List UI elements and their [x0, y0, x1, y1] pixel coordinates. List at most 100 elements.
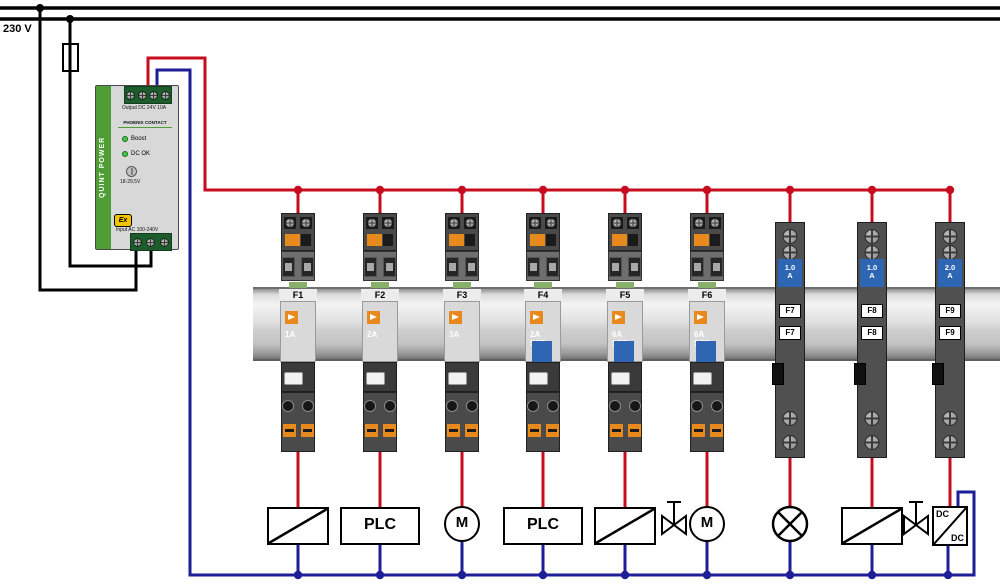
breaker-id-label: F9 [939, 326, 961, 340]
phoenix-logo-icon [530, 311, 543, 324]
psu-boost-indicator: Boost [122, 136, 146, 142]
circuit-breaker-F7: 1.0 A F7 F7 [772, 222, 805, 458]
orange-actuator [612, 234, 627, 246]
screw-icon [466, 219, 474, 227]
orange-clamp [364, 424, 378, 437]
breaker-top-terminal [608, 213, 642, 251]
breaker-body: 1A [280, 301, 316, 362]
screw-icon [695, 219, 703, 227]
status-tab [289, 282, 307, 288]
junction-dot [375, 185, 385, 195]
circuit-breaker-F3: F3 3A [443, 213, 481, 452]
valve-symbol [903, 501, 929, 536]
breaker-lever [693, 372, 712, 385]
screw-icon [942, 435, 958, 450]
phoenix-logo-icon [449, 311, 462, 324]
screw-icon [133, 237, 143, 247]
load-symbol [841, 507, 903, 545]
circuit-breaker-F5: F5 6ASFB [606, 213, 644, 452]
circuit-breaker-F4: F4 2ASFB [524, 213, 562, 452]
breaker-top-terminal [526, 213, 560, 251]
junction-dot [867, 185, 877, 195]
terminal-block [628, 234, 638, 246]
dcdc-in-label: DC [936, 509, 949, 519]
junction-dot [620, 570, 630, 580]
junction-dot [785, 185, 795, 195]
breaker-body: 2A [362, 301, 398, 362]
screw-icon [629, 219, 637, 227]
socket-icon [446, 400, 458, 412]
mains-wire-l2-to-psu [68, 19, 153, 268]
terminal-block [383, 234, 393, 246]
breaker-bottom-terminal [526, 392, 560, 452]
breaker-id-label: F8 [861, 304, 883, 318]
screw-icon [149, 90, 159, 100]
screw-icon [137, 90, 147, 100]
psu-side-label: QUINT POWER [99, 136, 106, 199]
junction-dot [943, 570, 953, 580]
junction-dot [538, 570, 548, 580]
breaker-bottom-terminal [363, 392, 397, 452]
junction-dot [538, 185, 548, 195]
orange-clamp [627, 424, 641, 437]
circuit-breaker-F9: 2.0 A F9 F9 [932, 222, 965, 458]
orange-actuator [694, 234, 709, 246]
breaker-top-terminal [690, 213, 724, 251]
junction-dot [702, 570, 712, 580]
dcdc-converter: DC DC [932, 506, 968, 546]
breaker-lever [448, 372, 467, 385]
breaker-toggle [932, 363, 944, 385]
screw-icon [782, 245, 798, 260]
load-symbol [267, 507, 329, 545]
screw-icon [864, 411, 880, 426]
breaker-lever [611, 372, 630, 385]
breaker-top-terminal [281, 213, 315, 251]
breaker-id-label: F1 [279, 289, 317, 301]
breaker-clamps [281, 251, 315, 281]
breaker-bottom-terminal [690, 392, 724, 452]
orange-actuator [449, 234, 464, 246]
screw-icon [782, 411, 798, 426]
screw-icon [146, 237, 156, 247]
screw-icon [942, 411, 958, 426]
phoenix-logo-icon [367, 311, 380, 324]
breaker-bottom-terminal [281, 392, 315, 452]
junction-dot [375, 570, 385, 580]
socket-icon [384, 400, 396, 412]
psu-input-label: Input AC 100-240V [116, 227, 159, 233]
terminal-block [465, 234, 475, 246]
breaker-clamps [690, 251, 724, 281]
screw-icon [384, 219, 392, 227]
plc-box: PLC [340, 507, 420, 545]
mains-voltage-label: 230 V [3, 23, 32, 35]
status-tab [534, 282, 552, 288]
circuit-breaker-F8: 1.0 A F8 F8 [854, 222, 887, 458]
thermal-rating-label: 2.0 A [938, 259, 962, 287]
breaker-lever [529, 372, 548, 385]
orange-clamp [282, 424, 296, 437]
lamp-symbol [771, 505, 809, 543]
screw-icon [782, 435, 798, 450]
screw-icon [302, 219, 310, 227]
screw-icon [531, 219, 539, 227]
junction-dot [66, 15, 74, 23]
breaker-id-label: F4 [524, 289, 562, 301]
status-tab [371, 282, 389, 288]
junction-dot [620, 185, 630, 195]
breaker-switch-area [445, 362, 479, 392]
breaker-lever [366, 372, 385, 385]
breaker-id-label: F3 [443, 289, 481, 301]
junction-dot [867, 570, 877, 580]
plc-box: PLC [503, 507, 583, 545]
breaker-clamps [445, 251, 479, 281]
circuit-breaker-F6: F6 6ASFB [688, 213, 726, 452]
socket-icon [302, 400, 314, 412]
breaker-switch-area [526, 362, 560, 392]
screw-icon [160, 90, 170, 100]
orange-clamp [691, 424, 705, 437]
breaker-id-label: F8 [861, 326, 883, 340]
socket-icon [629, 400, 641, 412]
dcdc-out-label: DC [951, 533, 964, 543]
psu-input-terminals [130, 233, 172, 251]
